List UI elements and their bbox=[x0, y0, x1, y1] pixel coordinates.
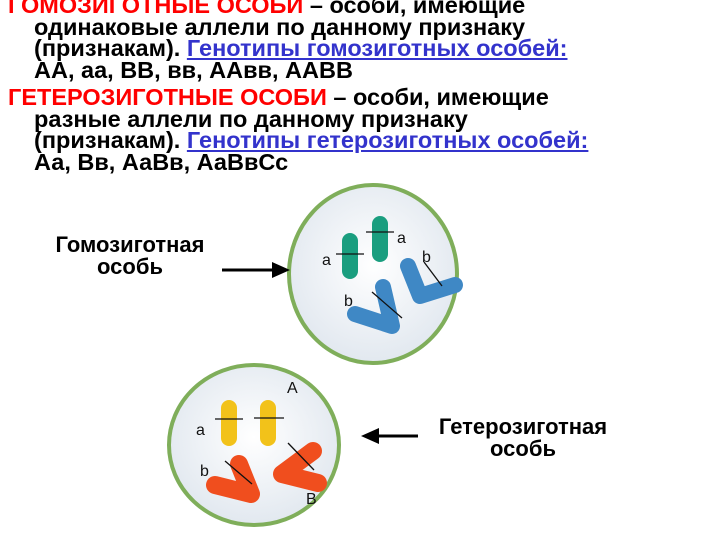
heterozygous-cell: a A b B bbox=[167, 363, 341, 527]
heterozygous-caption-line2: особь bbox=[490, 436, 556, 461]
homozygous-caption-line1: Гомозиготная bbox=[55, 232, 205, 257]
homozygous-term: ГОМОЗИГОТНЫЕ ОСОБИ bbox=[8, 0, 304, 18]
heterozygous-chromosome-b-left bbox=[206, 455, 260, 503]
homozygous-chromosome-b-top bbox=[400, 258, 463, 304]
homozygous-allele-a-right: a bbox=[397, 230, 406, 247]
homozygous-line-1: ГОМОЗИГОТНЫЕ ОСОБИ – особи, имеющие bbox=[8, 0, 714, 17]
homozygous-arrow-icon bbox=[222, 262, 290, 278]
homozygous-allele-a-left: a bbox=[322, 252, 331, 269]
homozygous-line-3: (признакам). Генотипы гомозиготных особе… bbox=[8, 35, 714, 61]
heterozygous-definition-text: – особи, имеющие bbox=[333, 84, 549, 110]
homozygous-chromosome-a-right bbox=[372, 216, 388, 262]
homozygous-allele-b-top: b bbox=[422, 249, 431, 266]
heterozygous-allele-b: b bbox=[200, 463, 209, 480]
heterozygous-allele-a: a bbox=[196, 422, 205, 439]
heterozygous-examples: Аа, Вв, АаВв, АаВвСс bbox=[34, 148, 289, 175]
homozygous-definition-text: – особи, имеющие bbox=[309, 0, 526, 18]
homozygous-definition-cont-2: (признакам). bbox=[34, 35, 181, 61]
heterozygous-term: ГЕТЕРОЗИГОТНЫЕ ОСОБИ bbox=[8, 84, 327, 110]
heterozygous-caption-line1: Гетерозиготная bbox=[438, 414, 608, 439]
heterozygous-definition: ГЕТЕРОЗИГОТНЫЕ ОСОБИ – особи, имеющие ра… bbox=[8, 84, 714, 175]
homozygous-cell: a a b b bbox=[287, 183, 463, 365]
homozygous-caption: Гомозиготная особь bbox=[30, 234, 230, 278]
heterozygous-definition-cont: разные аллели по данному признаку bbox=[34, 105, 468, 132]
heterozygous-arrow-icon bbox=[361, 428, 418, 444]
homozygous-chromosome-a-left bbox=[342, 233, 358, 279]
homozygous-locus-b-top bbox=[423, 261, 443, 287]
homozygous-chromosome-b-bottom bbox=[347, 279, 400, 334]
heterozygous-allele-B: B bbox=[306, 491, 317, 508]
heterozygous-examples-link[interactable]: Генотипы гетерозиготных особей: bbox=[186, 127, 589, 153]
heterozygous-chromosome-a-right bbox=[260, 400, 276, 446]
heterozygous-allele-A: A bbox=[287, 380, 298, 397]
homozygous-locus-b-bottom bbox=[371, 291, 403, 319]
heterozygous-locus-b-left bbox=[224, 460, 253, 485]
heterozygous-definition-cont-2: (признакам). bbox=[34, 127, 181, 153]
homozygous-caption-line2: особь bbox=[97, 254, 163, 279]
homozygous-examples-link[interactable]: Генотипы гомозиготных особей: bbox=[186, 35, 568, 61]
homozygous-cell-body bbox=[287, 183, 459, 365]
homozygous-definition-cont: одинаковые аллели по данному признаку bbox=[34, 13, 526, 40]
homozygous-definition: ГОМОЗИГОТНЫЕ ОСОБИ – особи, имеющие один… bbox=[8, 0, 714, 81]
homozygous-allele-b-bottom: b bbox=[344, 293, 353, 310]
heterozygous-caption: Гетерозиготная особь bbox=[408, 416, 638, 460]
homozygous-examples: АА, аа, ВВ, вв, ААвв, ААВВ bbox=[34, 56, 353, 83]
heterozygous-line-3: (признакам). Генотипы гетерозиготных осо… bbox=[8, 127, 714, 153]
heterozygous-locus-b-right bbox=[287, 442, 315, 471]
heterozygous-chromosome-a-left bbox=[221, 400, 237, 446]
heterozygous-line-1: ГЕТЕРОЗИГОТНЫЕ ОСОБИ – особи, имеющие bbox=[8, 84, 714, 110]
